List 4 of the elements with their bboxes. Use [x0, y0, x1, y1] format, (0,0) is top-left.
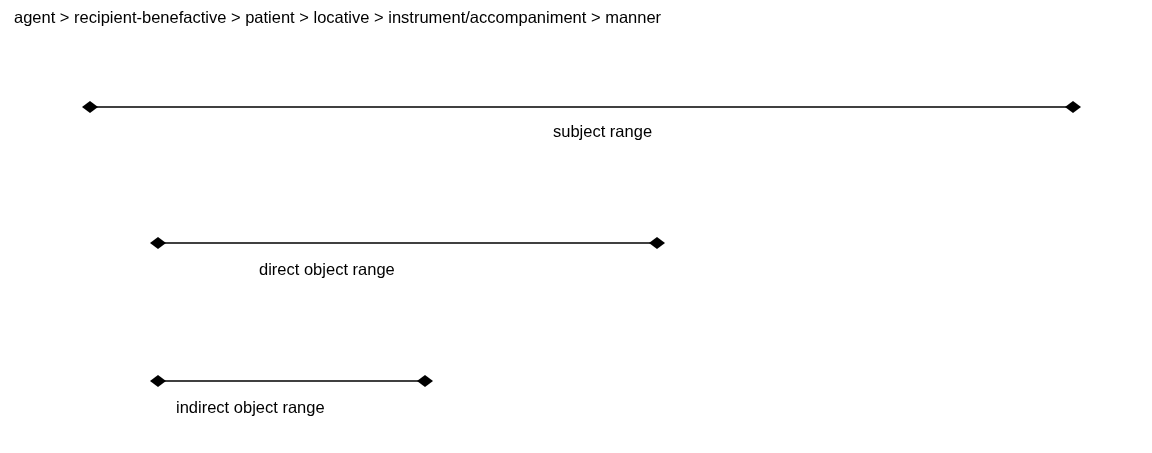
range-label: subject range [553, 122, 653, 141]
role-hierarchy-text: agent > recipient-benefactive > patient > locative > instrument/accompaniment > manner [14, 8, 662, 27]
range-label: indirect object range [176, 398, 325, 417]
range-label: direct object range [259, 260, 395, 279]
